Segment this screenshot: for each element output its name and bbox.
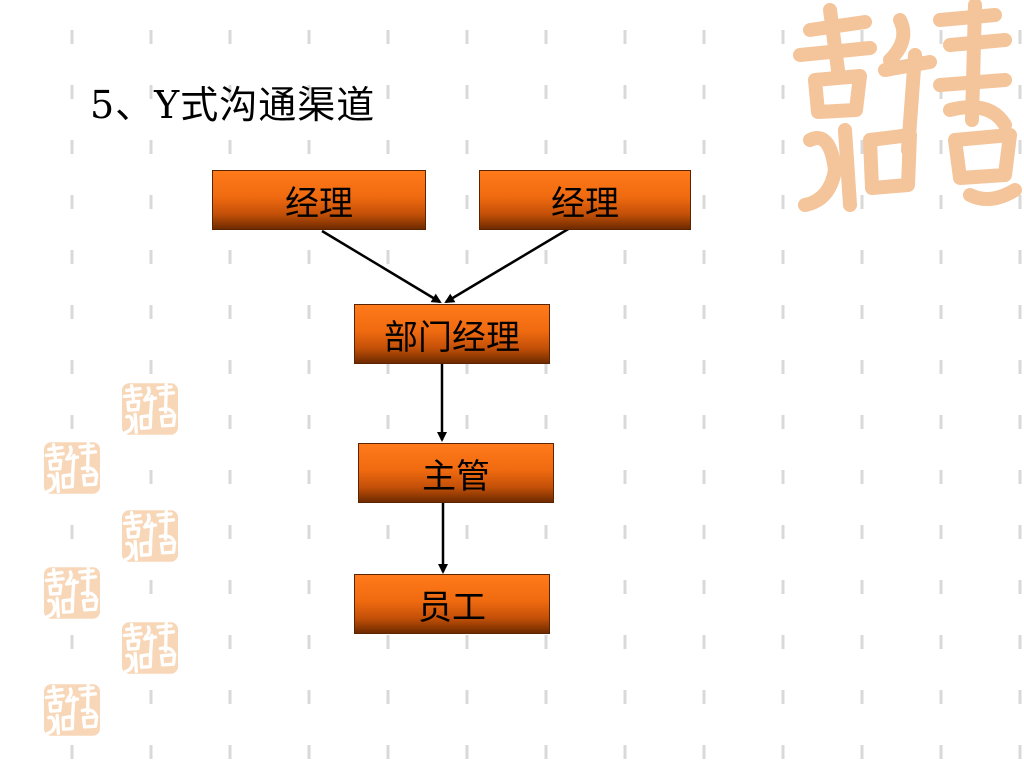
node-manager-right: 经理 <box>479 170 691 230</box>
slide-title: 5、Y式沟通渠道 <box>90 83 376 127</box>
node-staff: 员工 <box>354 574 550 634</box>
node-supervisor: 主管 <box>358 443 554 503</box>
seal-logo-large <box>793 0 1022 212</box>
node-manager-left: 经理 <box>212 170 426 230</box>
arrow-left-manager-to-dept <box>321 229 442 304</box>
node-department-manager: 部门经理 <box>354 304 550 364</box>
arrow-right-manager-to-dept <box>444 220 581 304</box>
